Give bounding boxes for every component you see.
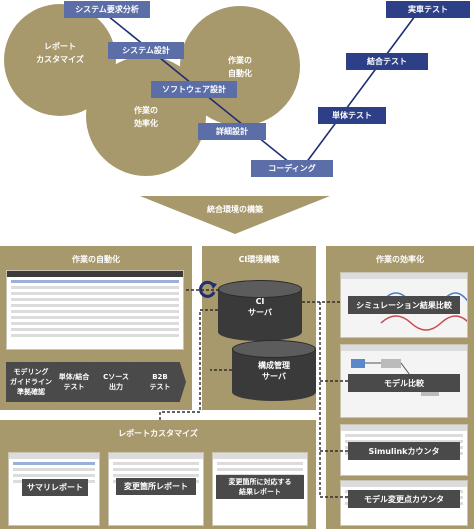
step-software-design: ソフトウェア設計	[151, 81, 237, 98]
step-coding: コーディング	[251, 160, 333, 177]
automation-panel-title: 作業の自動化	[72, 255, 120, 264]
change-result-report-label: 変更箇所に対応する 結果レポート	[216, 475, 304, 499]
report-circle-label: レポート カスタマイズ	[36, 42, 84, 64]
integration-arrow-label: 統合環境の構築	[207, 205, 263, 214]
model-change-counter-label: モデル変更点カウンタ	[348, 490, 460, 508]
model-compare-label: モデル比較	[348, 374, 460, 392]
v-connector-lines	[107, 11, 419, 172]
automation-circle-label: 作業の 自動化	[228, 56, 252, 78]
config-server-cylinder: 構成管理 サーバ	[232, 340, 316, 402]
efficiency-panel-title: 作業の効率化	[376, 255, 424, 264]
change-report-label: 変更箇所レポート	[116, 478, 196, 495]
ci-server-label: CI サーバ	[248, 297, 272, 317]
automation-screenshot	[6, 270, 184, 350]
simulink-counter-label: Simulinkカウンタ	[348, 442, 460, 460]
efficiency-circle	[86, 56, 206, 176]
step-vehicle-test: 実車テスト	[386, 1, 470, 18]
ci-panel-title: CI環境構築	[238, 255, 280, 264]
step-unit-integration-test: 単体/結合 テスト	[50, 362, 98, 402]
efficiency-circle-label: 作業の 効率化	[134, 106, 158, 128]
automation-panel: 作業の自動化 モデリング ガイドライン 準拠確認 単体/結合 テスト Cソース …	[0, 246, 192, 410]
step-c-source-output: Cソース 出力	[92, 362, 140, 402]
step-unit-test: 単体テスト	[318, 107, 386, 124]
step-system-requirements: システム要求分析	[64, 1, 150, 18]
report-panel-title: レポートカスタマイズ	[118, 429, 198, 438]
sim-result-label: シミュレーション結果比較	[348, 296, 460, 314]
refresh-icon	[199, 280, 217, 298]
integration-arrow	[140, 196, 330, 234]
step-integration-test: 結合テスト	[346, 53, 428, 70]
ci-server-cylinder: CI サーバ	[218, 280, 302, 342]
step-system-design: システム設計	[108, 42, 184, 59]
step-b2b-test: B2B テスト	[134, 362, 186, 402]
step-modeling-guideline: モデリング ガイドライン 準拠確認	[6, 362, 56, 402]
config-server-label: 構成管理 サーバ	[258, 361, 290, 381]
summary-report-label: サマリレポート	[22, 479, 88, 496]
step-detailed-design: 詳細設計	[198, 123, 266, 140]
